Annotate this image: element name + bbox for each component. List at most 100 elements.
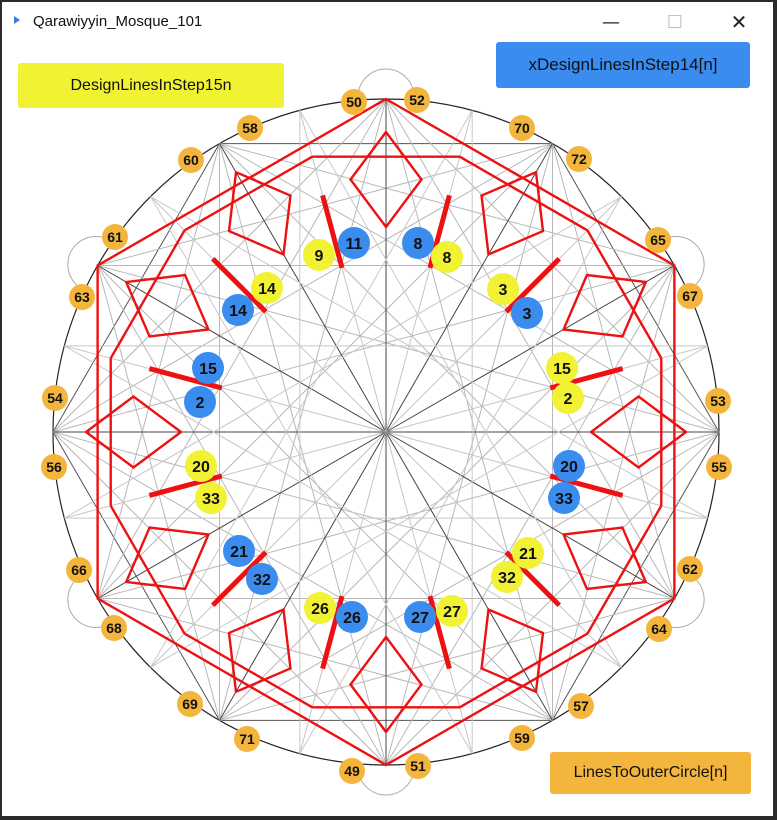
marker-33-circle <box>548 482 580 514</box>
marker-8-circle <box>431 241 463 273</box>
red-line <box>183 632 313 709</box>
red-line <box>109 229 186 359</box>
radial-line <box>299 431 387 754</box>
marker-14-circle <box>222 294 254 326</box>
red-thick-segment <box>148 366 223 391</box>
marker-11-circle <box>338 227 370 259</box>
red-line <box>183 155 313 232</box>
marker-3-circle <box>487 273 519 305</box>
marker-2-circle <box>184 386 216 418</box>
radial-line <box>150 431 387 668</box>
marker-21-circle <box>223 535 255 567</box>
minimize-button[interactable]: — <box>602 11 620 33</box>
red-line <box>109 505 186 635</box>
marker-52-label: 52 <box>409 92 425 108</box>
app-icon <box>14 16 20 24</box>
red-line <box>586 505 663 635</box>
marker-69-label: 69 <box>182 696 198 712</box>
marker-54-circle <box>42 385 68 411</box>
marker-20-label: 20 <box>192 459 210 476</box>
marker-63-label: 63 <box>74 289 90 305</box>
radial-line <box>385 431 473 754</box>
marker-3-label: 3 <box>499 282 508 299</box>
radial-line <box>219 143 387 433</box>
marker-21-label: 21 <box>230 544 248 561</box>
marker-67-circle <box>677 283 703 309</box>
radial-line <box>385 431 708 519</box>
marker-72-circle <box>566 146 592 172</box>
radial-line <box>385 345 708 433</box>
marker-57-label: 57 <box>573 698 589 714</box>
radial-line <box>97 265 387 433</box>
marker-9-label: 9 <box>315 248 324 265</box>
marker-15-label: 15 <box>199 361 217 378</box>
construction-line <box>64 196 622 519</box>
marker-66-circle <box>66 557 92 583</box>
marker-14-label: 14 <box>229 303 247 320</box>
marker-32-label: 32 <box>253 572 271 589</box>
red-line <box>459 632 589 709</box>
marker-20-label: 20 <box>560 459 578 476</box>
marker-62-label: 62 <box>682 561 698 577</box>
marker-26-label: 26 <box>311 601 329 618</box>
marker-20-circle <box>185 450 217 482</box>
marker-32-label: 32 <box>498 570 516 587</box>
close-button[interactable]: ✕ <box>730 10 748 34</box>
marker-59-label: 59 <box>514 730 530 746</box>
marker-59-circle <box>509 725 535 751</box>
maximize-button[interactable]: ☐ <box>666 11 684 33</box>
radial-line <box>385 196 622 433</box>
construction-line <box>150 345 708 668</box>
red-petal <box>124 273 211 338</box>
radial-line <box>385 110 473 433</box>
marker-66-label: 66 <box>71 562 87 578</box>
marker-14-circle <box>251 272 283 304</box>
marker-49-circle <box>339 758 365 784</box>
marker-3-label: 3 <box>523 306 532 323</box>
marker-57-circle <box>568 693 594 719</box>
design-lines-step15-button[interactable]: DesignLinesInStep15n <box>18 63 284 108</box>
red-line <box>459 155 589 232</box>
marker-27-label: 27 <box>443 604 461 621</box>
radial-line <box>64 431 387 519</box>
red-petal <box>124 526 211 591</box>
red-petal <box>227 170 292 257</box>
marker-50-label: 50 <box>346 94 362 110</box>
window-title: Qarawiyyin_Mosque_101 <box>33 13 203 30</box>
marker-56-label: 56 <box>46 459 62 475</box>
marker-49-label: 49 <box>344 763 360 779</box>
marker-52-circle <box>404 87 430 113</box>
marker-14-label: 14 <box>258 281 276 298</box>
marker-54-label: 54 <box>47 390 63 406</box>
marker-3-circle <box>511 297 543 329</box>
marker-60-label: 60 <box>183 152 199 168</box>
marker-71-circle <box>234 726 260 752</box>
marker-55-label: 55 <box>711 459 727 475</box>
marker-33-label: 33 <box>555 491 573 508</box>
marker-58-circle <box>237 115 263 141</box>
red-petal <box>588 395 689 469</box>
radial-line <box>385 431 622 668</box>
marker-15-label: 15 <box>553 361 571 378</box>
marker-11-label: 11 <box>346 236 363 253</box>
red-petal <box>561 526 648 591</box>
red-line <box>586 229 663 359</box>
red-petal <box>480 607 545 694</box>
red-petal <box>83 395 184 469</box>
marker-65-label: 65 <box>650 232 666 248</box>
radial-line <box>385 265 675 433</box>
marker-68-circle <box>101 615 127 641</box>
red-petal <box>349 634 423 735</box>
marker-64-circle <box>646 616 672 642</box>
radial-line <box>97 431 387 599</box>
marker-21-circle <box>512 537 544 569</box>
construction-line <box>150 110 473 668</box>
design-lines-step14-button[interactable]: xDesignLinesInStep14[n] <box>496 42 750 88</box>
marker-2-circle <box>552 382 584 414</box>
lines-to-outer-circle-button[interactable]: LinesToOuterCircle[n] <box>550 752 751 794</box>
marker-32-circle <box>246 563 278 595</box>
marker-69-circle <box>177 691 203 717</box>
marker-8-label: 8 <box>443 250 452 267</box>
red-thick-segment <box>320 194 345 269</box>
